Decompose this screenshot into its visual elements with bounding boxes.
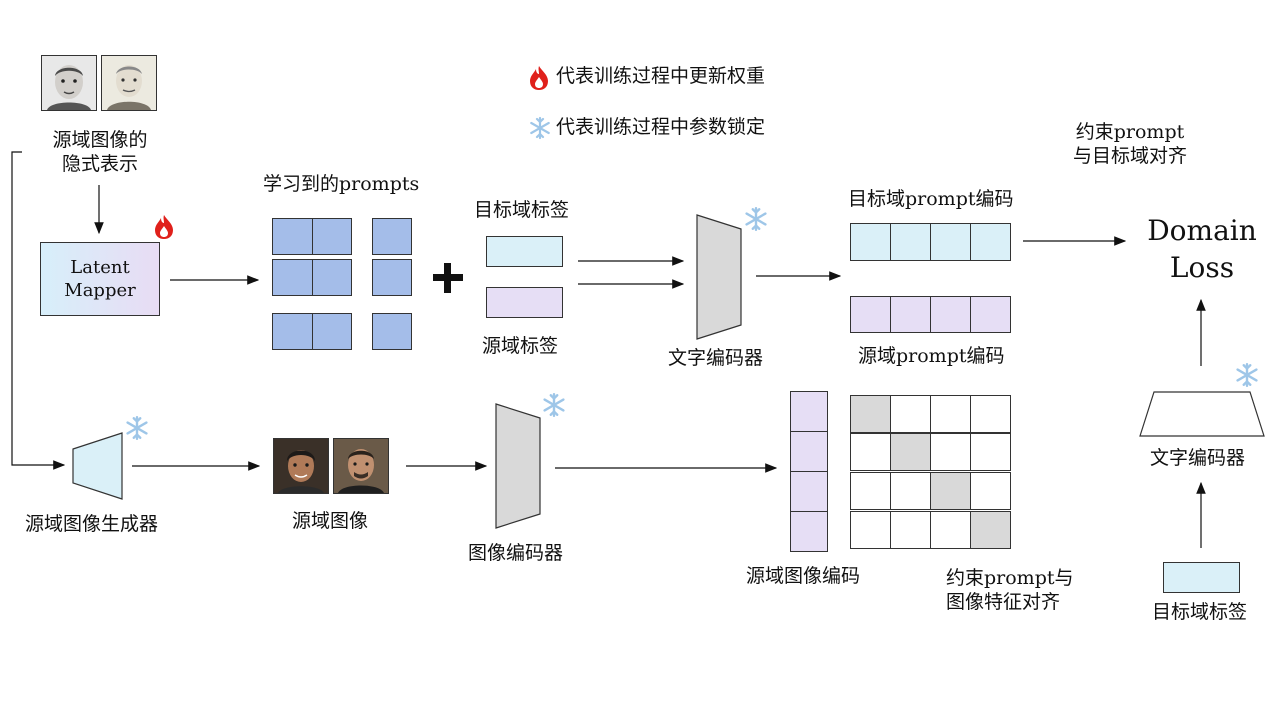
matrix-cell (970, 511, 1011, 549)
image-enc-cell (790, 511, 828, 552)
image-enc-cell (790, 391, 828, 432)
matrix-cell (930, 511, 971, 549)
source-image-1 (273, 438, 329, 494)
legend-snow-row: 代表训练过程中参数锁定 (528, 115, 828, 143)
latent-face-2 (101, 55, 157, 111)
matrix-cell (930, 433, 971, 471)
prompt-cell (372, 218, 412, 255)
image-enc-cell (790, 431, 828, 472)
source-latent-label: 源域图像的 隐式表示 (30, 128, 170, 176)
image-encoder-label: 图像编码器 (468, 542, 564, 564)
constrain-image-label: 约束prompt与 图像特征对齐 (946, 566, 1074, 614)
source-image-2 (333, 438, 389, 494)
source-images-label: 源域图像 (292, 510, 369, 532)
prompt-cell (312, 259, 352, 296)
prompt-cell (372, 313, 412, 350)
target-enc-cell (890, 223, 931, 261)
matrix-cell (890, 472, 931, 510)
source-enc-cell (850, 296, 891, 333)
matrix-cell (850, 472, 891, 510)
text-encoder-right-shape (1139, 391, 1265, 437)
target-enc-cell (970, 223, 1011, 261)
snowflake-icon (745, 206, 767, 232)
latent-mapper-box: Latent Mapper (40, 242, 160, 316)
learned-prompts-label: 学习到的prompts (263, 173, 420, 195)
matrix-cell (930, 472, 971, 510)
prompt-cell (272, 313, 313, 350)
source-image-enc-label: 源域图像编码 (746, 565, 861, 587)
matrix-cell (890, 511, 931, 549)
latent-mapper-label: Latent Mapper (64, 257, 136, 301)
prompt-cell (372, 259, 412, 296)
snowflake-icon (543, 392, 565, 418)
prompt-cell (312, 218, 352, 255)
legend-fire-row: 代表训练过程中更新权重 (528, 64, 828, 92)
matrix-cell (890, 395, 931, 433)
source-prompt-enc-label: 源域prompt编码 (858, 345, 1005, 367)
text-encoder-right-label: 文字编码器 (1150, 447, 1246, 469)
source-generator-label: 源域图像生成器 (25, 513, 159, 535)
source-enc-cell (930, 296, 971, 333)
matrix-cell (850, 395, 891, 433)
prompt-cell (272, 259, 313, 296)
matrix-cell (850, 433, 891, 471)
prompt-cell (312, 313, 352, 350)
text-encoder-label: 文字编码器 (668, 347, 764, 369)
domain-loss-label: Domain Loss (1128, 212, 1276, 286)
legend-train-update: 代表训练过程中更新权重 (556, 65, 766, 87)
snowflake-icon (126, 415, 148, 441)
text-encoder-shape (696, 214, 742, 340)
legend-train-frozen: 代表训练过程中参数锁定 (556, 116, 766, 138)
image-encoder-shape (495, 403, 541, 529)
target-enc-cell (930, 223, 971, 261)
target-label-text: 目标域标签 (474, 199, 570, 221)
fire-icon (155, 215, 173, 239)
image-generator-shape (72, 432, 123, 500)
matrix-cell (970, 472, 1011, 510)
matrix-cell (930, 395, 971, 433)
source-latent-line: 源域图像的 隐式表示 (52, 129, 148, 175)
prompt-cell (272, 218, 313, 255)
source-label-text: 源域标签 (482, 335, 559, 357)
source-label-box (486, 287, 563, 318)
target-label-right-text: 目标域标签 (1152, 601, 1248, 623)
matrix-cell (970, 395, 1011, 433)
line-latent-to-generator (11, 151, 66, 470)
target-label-box (486, 236, 563, 267)
image-enc-cell (790, 471, 828, 512)
snowflake-icon (530, 116, 550, 140)
fire-icon (530, 66, 548, 90)
target-prompt-enc-label: 目标域prompt编码 (848, 188, 1014, 210)
plus-icon (433, 263, 463, 293)
matrix-cell (850, 511, 891, 549)
matrix-cell (890, 433, 931, 471)
matrix-cell (970, 433, 1011, 471)
source-enc-cell (970, 296, 1011, 333)
latent-face-1 (41, 55, 97, 111)
target-label-right-box (1163, 562, 1240, 593)
target-enc-cell (850, 223, 891, 261)
constrain-image-text: 约束prompt与 图像特征对齐 (946, 567, 1074, 613)
snowflake-icon (1236, 362, 1258, 388)
constrain-target-text: 约束prompt 与目标域对齐 (1072, 121, 1187, 167)
source-enc-cell (890, 296, 931, 333)
domain-loss-text: Domain Loss (1147, 214, 1257, 284)
constrain-target-label: 约束prompt 与目标域对齐 (1050, 120, 1210, 168)
